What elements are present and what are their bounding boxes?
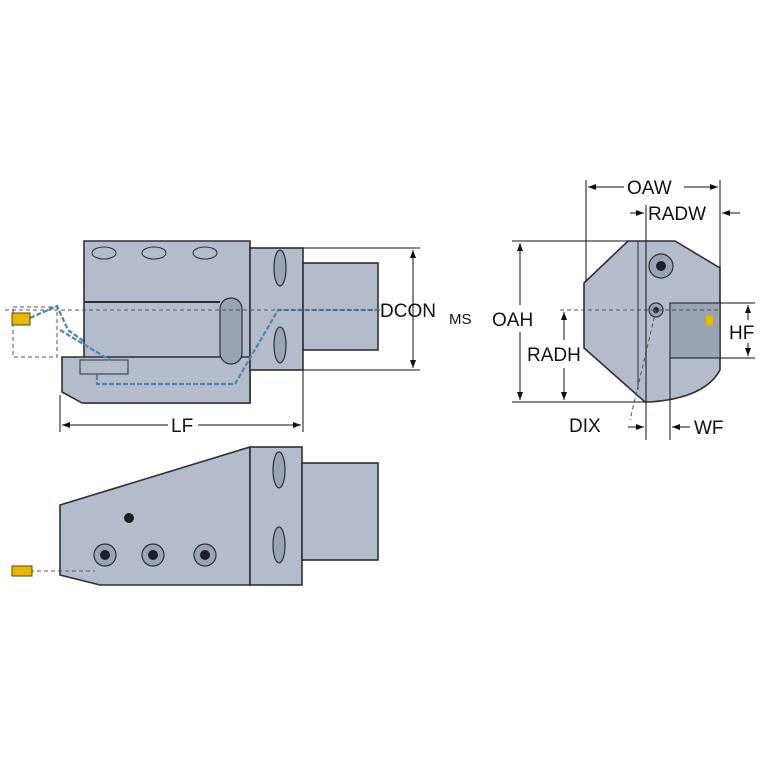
top-view: DCON MS LF xyxy=(5,240,472,437)
clamp-bar xyxy=(61,356,251,404)
radw-label: RADW xyxy=(648,204,706,225)
dix-label: DIX xyxy=(569,416,601,437)
cutting-insert xyxy=(11,312,31,326)
wf-label: WF xyxy=(694,418,724,439)
shank xyxy=(302,262,379,351)
insert-envelope xyxy=(12,306,58,358)
oah-label: OAH xyxy=(492,310,533,331)
end-view: OAW RADW OAH RADH HF DIX WF xyxy=(492,178,755,440)
radh-label: RADH xyxy=(527,345,581,366)
side-view xyxy=(11,445,379,586)
lf-label: LF xyxy=(171,416,193,437)
side-insert xyxy=(11,565,33,577)
ms-label: MS xyxy=(449,311,472,328)
dcon-label: DCON xyxy=(380,301,436,322)
side-shank xyxy=(301,462,379,561)
oaw-label: OAW xyxy=(627,178,672,199)
hf-label: HF xyxy=(729,323,754,344)
